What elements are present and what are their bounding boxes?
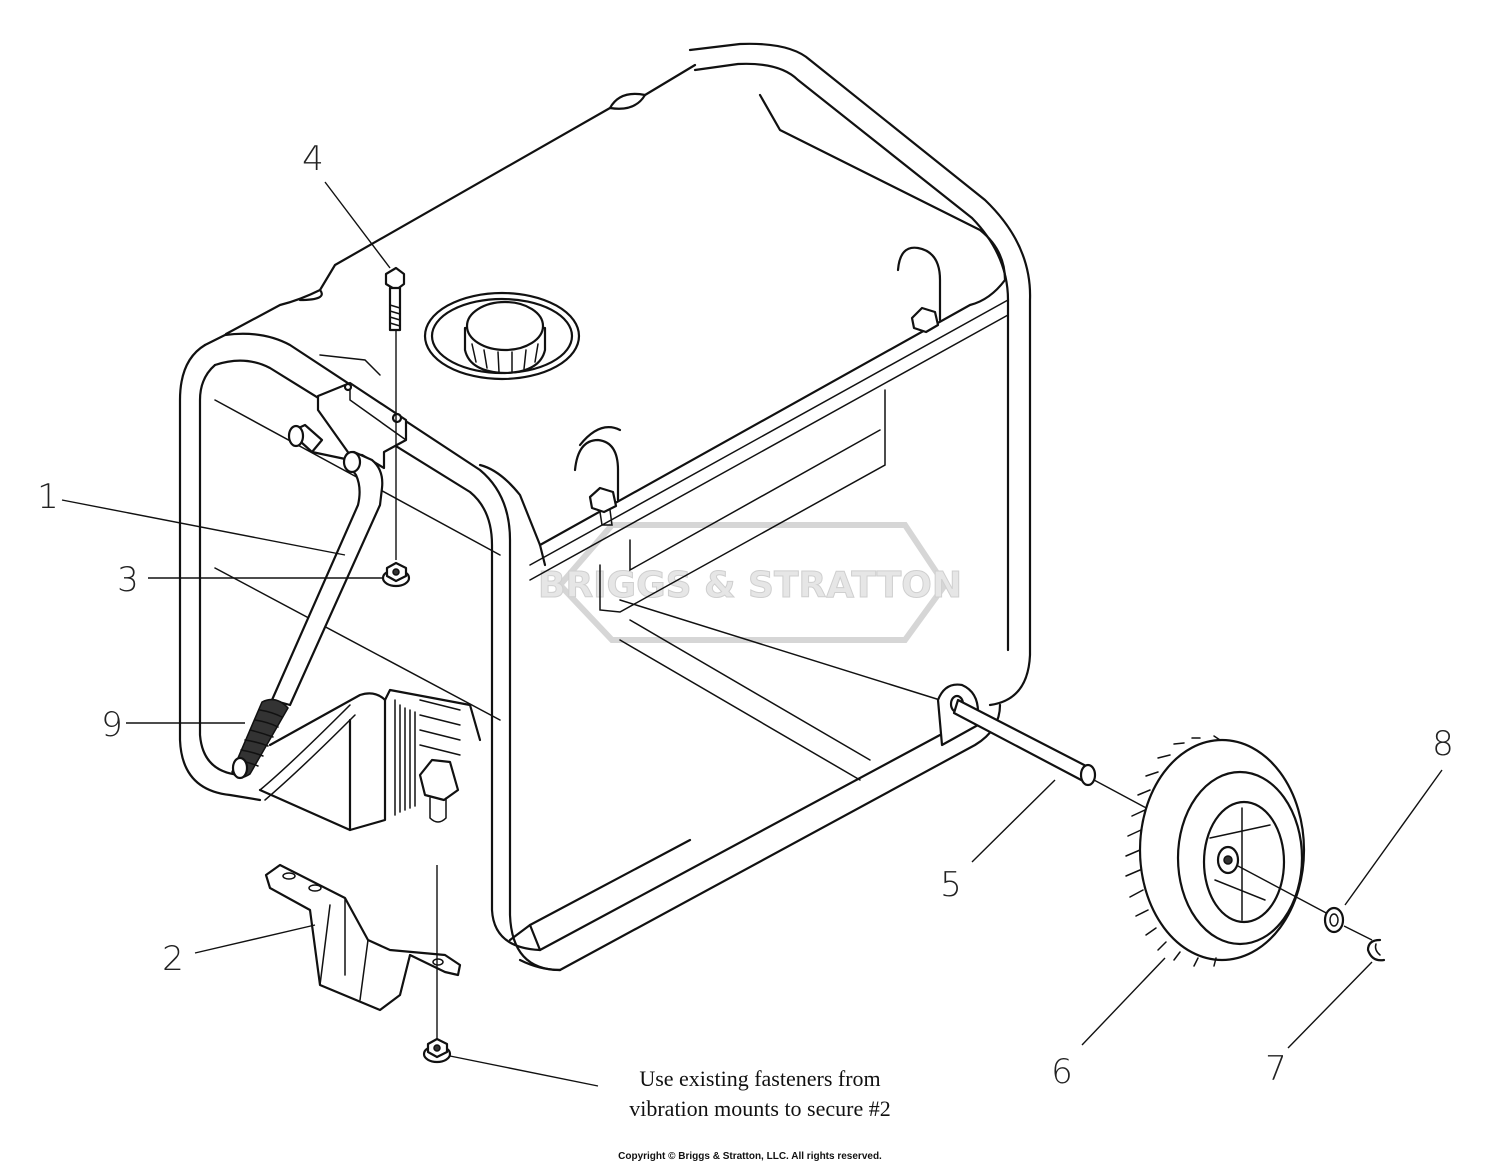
engine-block: [258, 688, 482, 832]
mounting-bracket: [264, 863, 462, 1012]
callout-numbers: 1 2 3 4 5 6 7 8 9: [37, 139, 1454, 1092]
axle-assembly: [936, 683, 1151, 811]
callout-7: 7: [1265, 1049, 1287, 1089]
callout-8: 8: [1432, 724, 1454, 764]
fastener-note: Use existing fasteners from vibration mo…: [560, 1064, 960, 1124]
watermark-brand: BRIGGS & STRATTON: [538, 565, 962, 606]
callout-5: 5: [940, 865, 962, 905]
callout-3: 3: [117, 560, 139, 600]
retaining-clip: [1366, 938, 1386, 962]
watermark-logo: BRIGGS & STRATTON: [538, 522, 962, 643]
flange-nut-bottom: [422, 865, 452, 1064]
callout-9: 9: [101, 705, 123, 745]
callout-1: 1: [37, 477, 59, 517]
bolt: [384, 266, 406, 560]
callout-leaders: [61, 181, 1443, 1087]
washer: [1323, 906, 1373, 941]
flange-nut-top: [381, 561, 411, 588]
callout-4: 4: [302, 139, 324, 179]
fuel-cap: [423, 291, 581, 381]
frame-rails: [214, 299, 1009, 781]
fastener-note-line-2: vibration mounts to secure #2: [629, 1096, 891, 1121]
handle-bracket: [287, 354, 408, 470]
copyright-notice: Copyright © Briggs & Stratton, LLC. All …: [618, 1151, 882, 1162]
handle-grip: [231, 698, 289, 780]
wheel: [1125, 735, 1331, 967]
fuel-tank: [224, 63, 1007, 567]
callout-6: 6: [1051, 1052, 1073, 1092]
callout-2: 2: [162, 939, 184, 979]
fastener-note-line-1: Use existing fasteners from: [639, 1066, 881, 1091]
